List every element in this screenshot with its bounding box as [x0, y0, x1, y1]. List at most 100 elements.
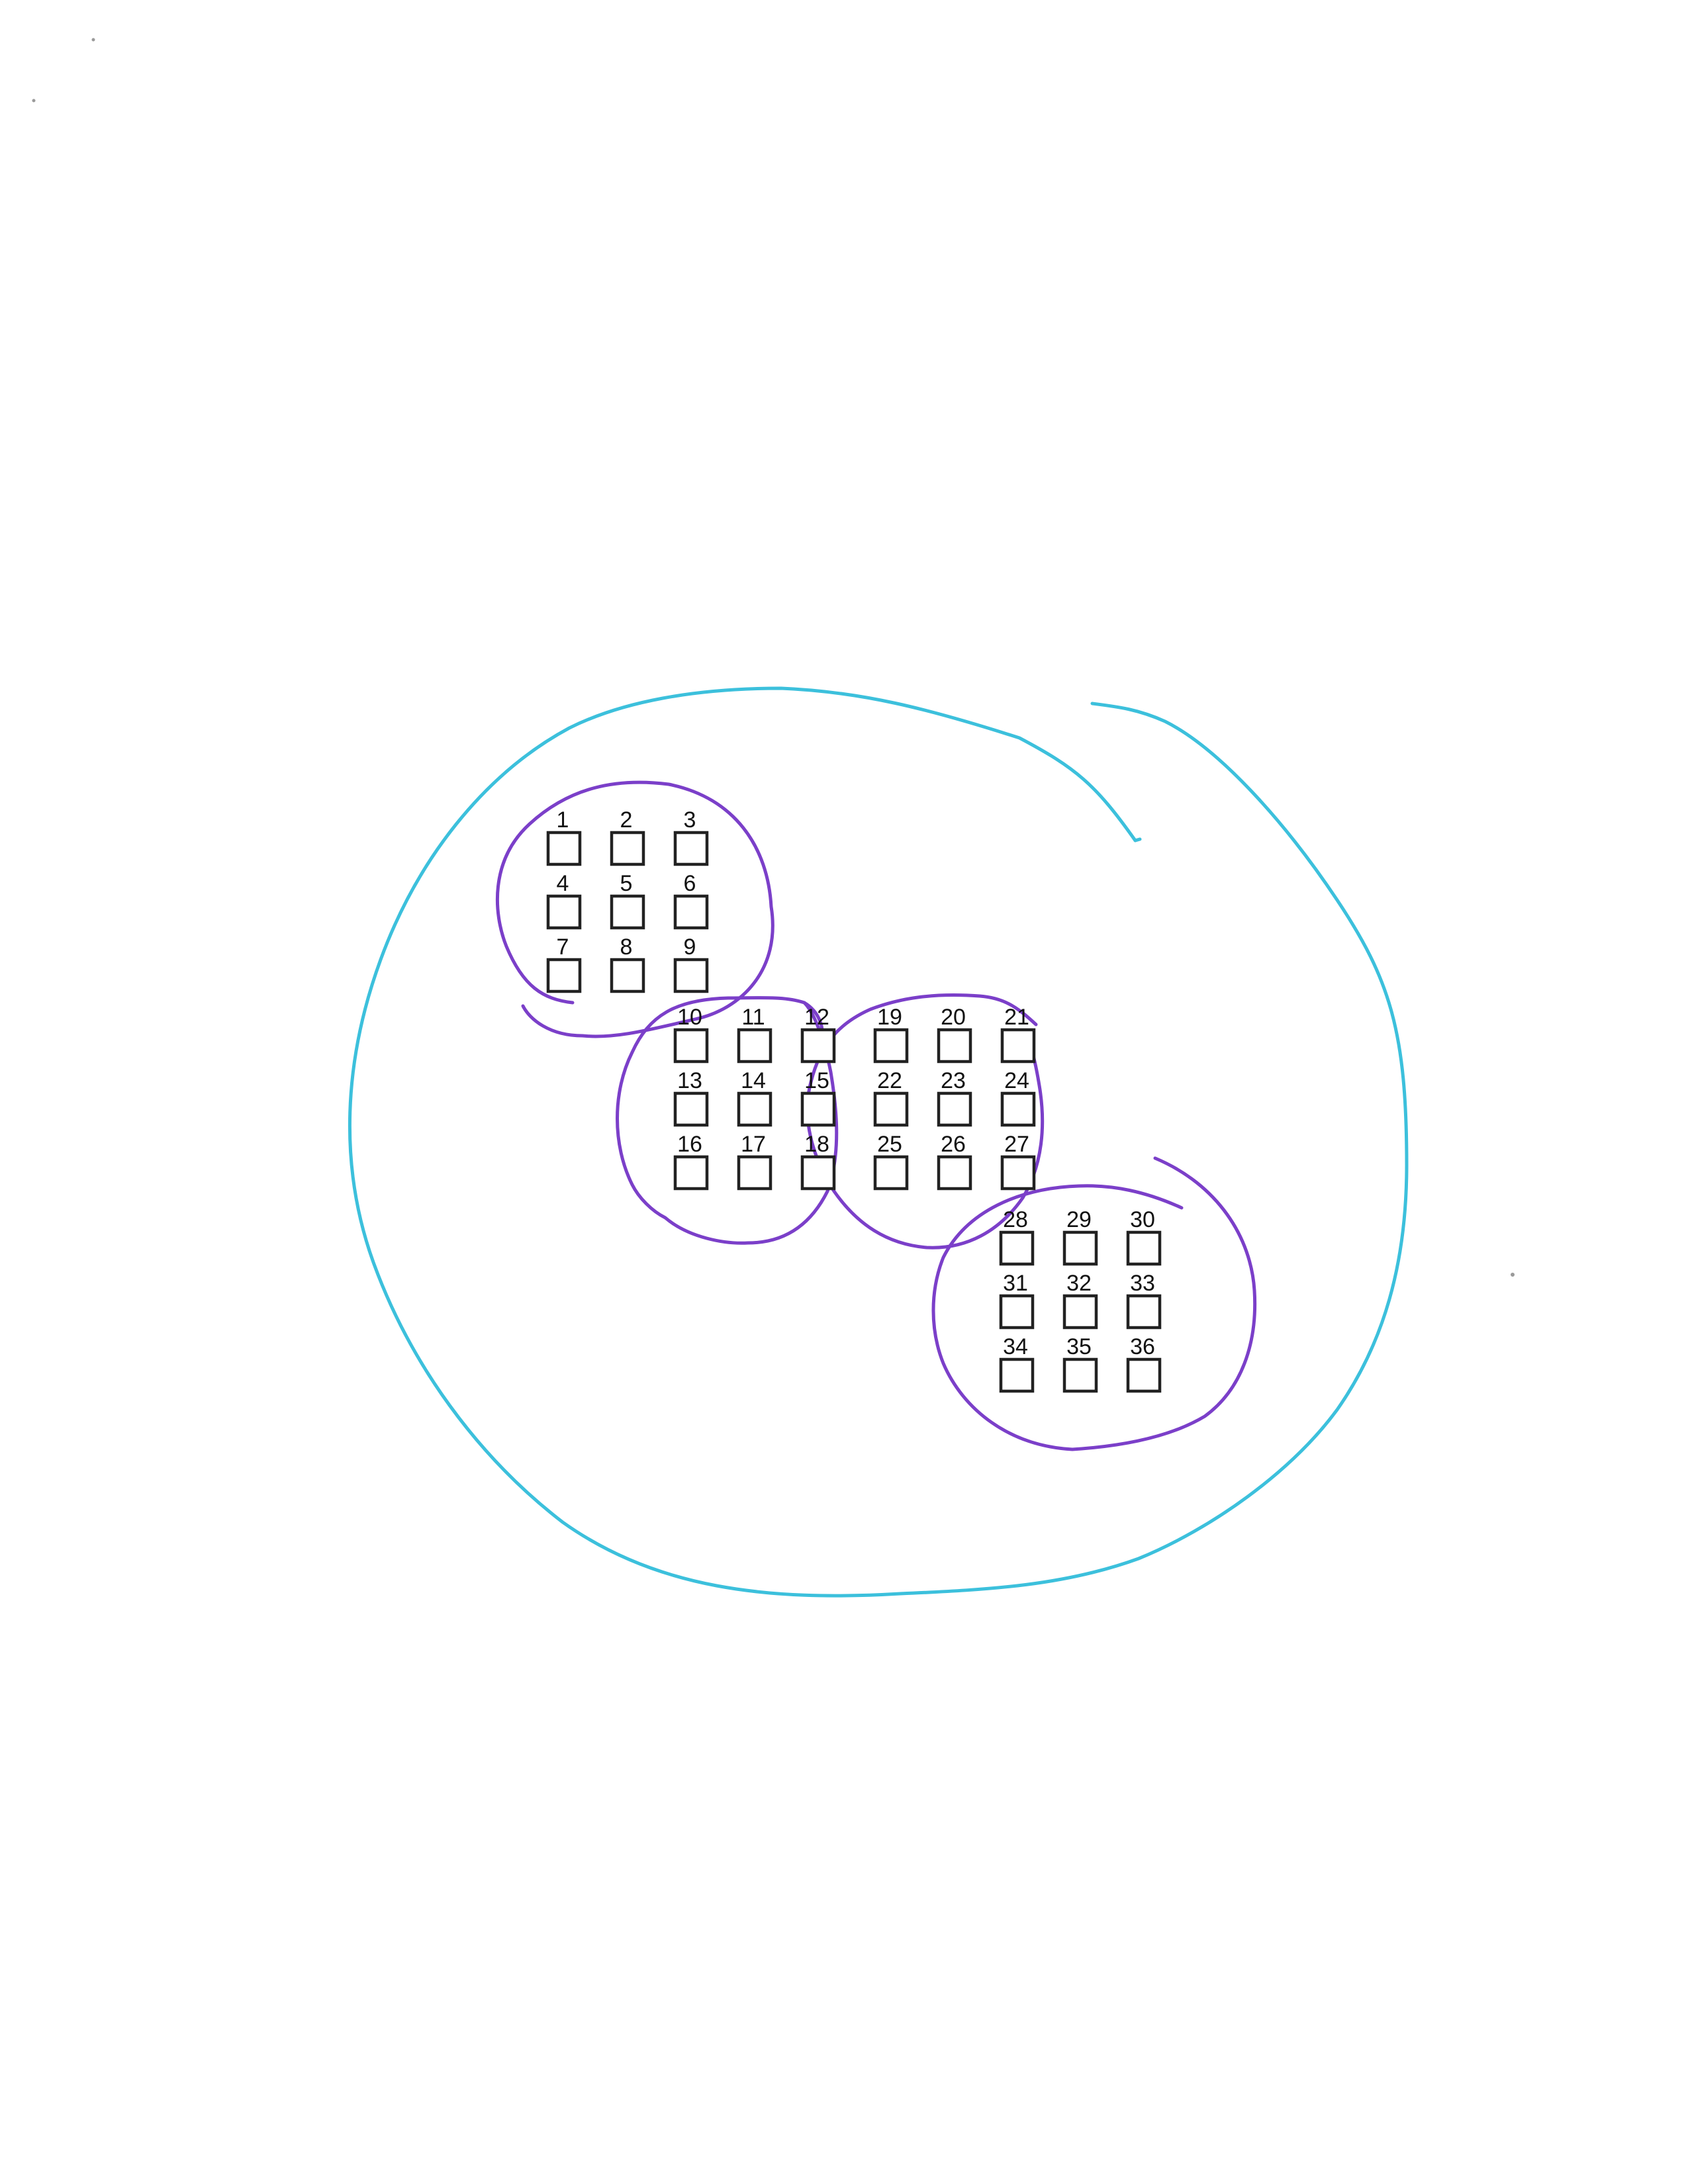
checkbox[interactable]	[737, 1028, 773, 1064]
checkbox-label: 20	[941, 1005, 966, 1030]
checkbox[interactable]	[800, 1155, 836, 1191]
checkbox-label: 31	[1003, 1271, 1028, 1296]
checkbox-label: 25	[877, 1132, 902, 1157]
checkbox-label: 33	[1130, 1271, 1155, 1296]
checkbox-item-10[interactable]: 10	[673, 1005, 709, 1064]
checkbox-item-15[interactable]: 15	[800, 1068, 836, 1127]
checkbox[interactable]	[673, 1155, 709, 1191]
checkbox[interactable]	[999, 1230, 1035, 1266]
group-c-loop	[806, 993, 1045, 1250]
checkbox-label: 13	[677, 1068, 702, 1093]
checkbox[interactable]	[1000, 1155, 1036, 1191]
checkbox[interactable]	[1000, 1091, 1036, 1127]
outer-loop-tail	[1133, 837, 1142, 842]
checkbox-item-13[interactable]: 13	[673, 1068, 709, 1127]
checkbox-item-6[interactable]: 6	[673, 871, 709, 930]
checkbox-item-2[interactable]: 2	[610, 807, 645, 866]
speck	[91, 38, 95, 42]
checkbox-item-17[interactable]: 17	[737, 1132, 773, 1191]
checkbox-label: 8	[620, 934, 633, 960]
checkbox-item-1[interactable]: 1	[546, 807, 582, 866]
checkbox[interactable]	[610, 958, 645, 993]
checkbox-item-25[interactable]: 25	[873, 1132, 909, 1191]
checkbox-item-8[interactable]: 8	[610, 934, 645, 993]
checkbox-item-19[interactable]: 19	[873, 1005, 909, 1064]
checkbox[interactable]	[937, 1091, 972, 1127]
checkbox[interactable]	[673, 894, 709, 930]
checkbox-item-3[interactable]: 3	[673, 807, 709, 866]
checkbox[interactable]	[673, 958, 709, 993]
checkbox[interactable]	[546, 958, 582, 993]
checkbox[interactable]	[937, 1028, 972, 1064]
checkbox-label: 3	[684, 807, 696, 833]
checkbox-item-7[interactable]: 7	[546, 934, 582, 993]
checkbox[interactable]	[1062, 1357, 1098, 1393]
checkbox-label: 24	[1004, 1068, 1029, 1093]
checkbox-label: 12	[804, 1005, 829, 1030]
checkbox-item-23[interactable]: 23	[937, 1068, 972, 1127]
checkbox[interactable]	[737, 1091, 773, 1127]
checkbox[interactable]	[737, 1155, 773, 1191]
checkbox[interactable]	[1062, 1294, 1098, 1330]
checkbox[interactable]	[673, 831, 709, 866]
checkbox-item-12[interactable]: 12	[800, 1005, 836, 1064]
group-loops	[495, 780, 1257, 1451]
checkbox[interactable]	[800, 1028, 836, 1064]
checkbox-label: 32	[1066, 1271, 1092, 1296]
checkbox-item-24[interactable]: 24	[1000, 1068, 1036, 1127]
checkbox-label: 28	[1003, 1207, 1028, 1232]
checkbox-item-27[interactable]: 27	[1000, 1132, 1036, 1191]
checkbox-item-28[interactable]: 28	[999, 1207, 1035, 1266]
group-a-loop	[495, 780, 774, 1038]
checkbox-item-26[interactable]: 26	[937, 1132, 972, 1191]
checkbox-label: 26	[941, 1132, 966, 1157]
checkbox[interactable]	[873, 1155, 909, 1191]
checkbox-item-11[interactable]: 11	[737, 1005, 773, 1064]
checkbox-item-32[interactable]: 32	[1062, 1271, 1098, 1330]
checkbox[interactable]	[999, 1294, 1035, 1330]
checkbox-item-30[interactable]: 30	[1126, 1207, 1162, 1266]
checkbox-label: 35	[1066, 1334, 1092, 1359]
checkbox[interactable]	[673, 1091, 709, 1127]
checkbox[interactable]	[937, 1155, 972, 1191]
checkbox-item-4[interactable]: 4	[546, 871, 582, 930]
checkbox[interactable]	[873, 1091, 909, 1127]
checkbox[interactable]	[800, 1091, 836, 1127]
checkbox-item-22[interactable]: 22	[873, 1068, 909, 1127]
checkbox-item-33[interactable]: 33	[1126, 1271, 1162, 1330]
checkbox-label: 11	[741, 1005, 765, 1030]
checkbox-item-9[interactable]: 9	[673, 934, 709, 993]
checkbox-label: 29	[1066, 1207, 1092, 1232]
checkbox-item-34[interactable]: 34	[999, 1334, 1035, 1393]
checkbox-label: 22	[877, 1068, 902, 1093]
checkbox[interactable]	[999, 1357, 1035, 1393]
checkbox-item-14[interactable]: 14	[737, 1068, 773, 1127]
checkbox[interactable]	[546, 831, 582, 866]
checkbox-item-29[interactable]: 29	[1062, 1207, 1098, 1266]
checkbox-label: 27	[1004, 1132, 1029, 1157]
checkbox[interactable]	[1126, 1294, 1162, 1330]
checkbox[interactable]	[610, 831, 645, 866]
checkbox-label: 2	[620, 807, 633, 833]
checkbox[interactable]	[873, 1028, 909, 1064]
checkbox[interactable]	[673, 1028, 709, 1064]
checkbox[interactable]	[1062, 1230, 1098, 1266]
checkbox[interactable]	[1126, 1357, 1162, 1393]
checkbox-label: 9	[684, 934, 696, 960]
checkbox[interactable]	[1126, 1230, 1162, 1266]
checkbox-label: 14	[741, 1068, 766, 1093]
checkbox-item-16[interactable]: 16	[673, 1132, 709, 1191]
checkbox-item-35[interactable]: 35	[1062, 1334, 1098, 1393]
checkbox[interactable]	[1000, 1028, 1036, 1064]
checkbox-item-18[interactable]: 18	[800, 1132, 836, 1191]
checkbox-item-20[interactable]: 20	[937, 1005, 972, 1064]
checkbox-label: 23	[941, 1068, 966, 1093]
checkbox[interactable]	[610, 894, 645, 930]
checkbox-item-5[interactable]: 5	[610, 871, 645, 930]
checkbox[interactable]	[546, 894, 582, 930]
checkbox-item-31[interactable]: 31	[999, 1271, 1035, 1330]
checkbox-item-36[interactable]: 36	[1126, 1334, 1162, 1393]
checkbox-item-21[interactable]: 21	[1000, 1005, 1036, 1064]
